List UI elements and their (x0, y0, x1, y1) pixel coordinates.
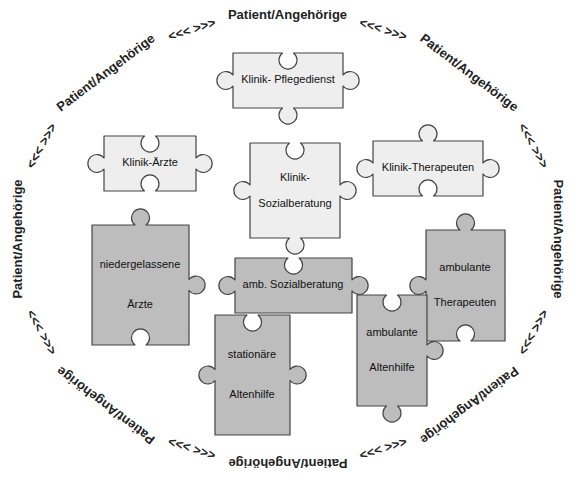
ring-label: Patient/Angehörige (550, 179, 564, 298)
piece-label: Klinik-Ärzte (122, 156, 178, 169)
piece-shape (92, 209, 205, 345)
ring-label: Patient/Angehörige (54, 32, 158, 115)
ring-label: Patient/Angehörige (228, 456, 347, 470)
ring-label: Patient/Angehörige (228, 8, 347, 22)
ring-label: Patient/Angehörige (10, 179, 24, 298)
ring-label: Patient/Angehörige (418, 32, 522, 115)
ring-label: <<< >>> (24, 307, 60, 357)
ring-label: <<< >>> (358, 434, 409, 462)
piece-label: Klinik- Pflegedienst (241, 73, 335, 86)
puzzle-piece: stationäre Altenhilfe (197, 297, 308, 453)
piece-label: Klinik- Sozialberatung (258, 164, 331, 217)
puzzle-piece: Klinik- Pflegedienst (215, 35, 361, 126)
piece-outline (232, 125, 358, 256)
puzzle-piece: ambulante Altenhilfe (339, 277, 445, 424)
ring-label: <<< >>> (24, 121, 60, 171)
piece-outline (74, 207, 207, 363)
piece-shape (88, 136, 212, 191)
piece-shape (234, 143, 356, 254)
piece-outline (339, 277, 445, 424)
puzzle-piece: Klinik- Sozialberatung (232, 125, 358, 256)
piece-shape (357, 124, 499, 195)
puzzle-piece: niedergelassene Ärzte (74, 207, 207, 363)
puzzle-piece: Klinik-Ärzte (86, 118, 214, 209)
piece-label: stationäre Altenhilfe (228, 335, 276, 414)
piece-label: ambulante Therapeuten (434, 250, 496, 320)
piece-label: amb. Sozialberatung (243, 278, 344, 291)
piece-shape (198, 315, 305, 435)
ring-label: <<< >>> (515, 121, 551, 171)
piece-shape (218, 258, 367, 313)
piece-label: Klinik-Therapeuten (382, 161, 474, 174)
piece-label: ambulante Altenhilfe (366, 315, 417, 385)
ring-label: <<< >>> (166, 434, 217, 462)
puzzle-piece: Klinik-Therapeuten (355, 123, 501, 214)
ring-label: <<< >>> (515, 307, 551, 357)
ring-label: <<< >>> (166, 15, 217, 43)
ring-label: Patient/Angehörige (418, 363, 522, 446)
piece-label: niedergelassene Ärzte (100, 245, 181, 324)
ring-label: <<< >>> (358, 15, 409, 43)
piece-shape (217, 53, 359, 124)
piece-shape (357, 295, 443, 422)
ring-label: Patient/Angehörige (54, 363, 158, 446)
piece-outline (197, 297, 308, 453)
